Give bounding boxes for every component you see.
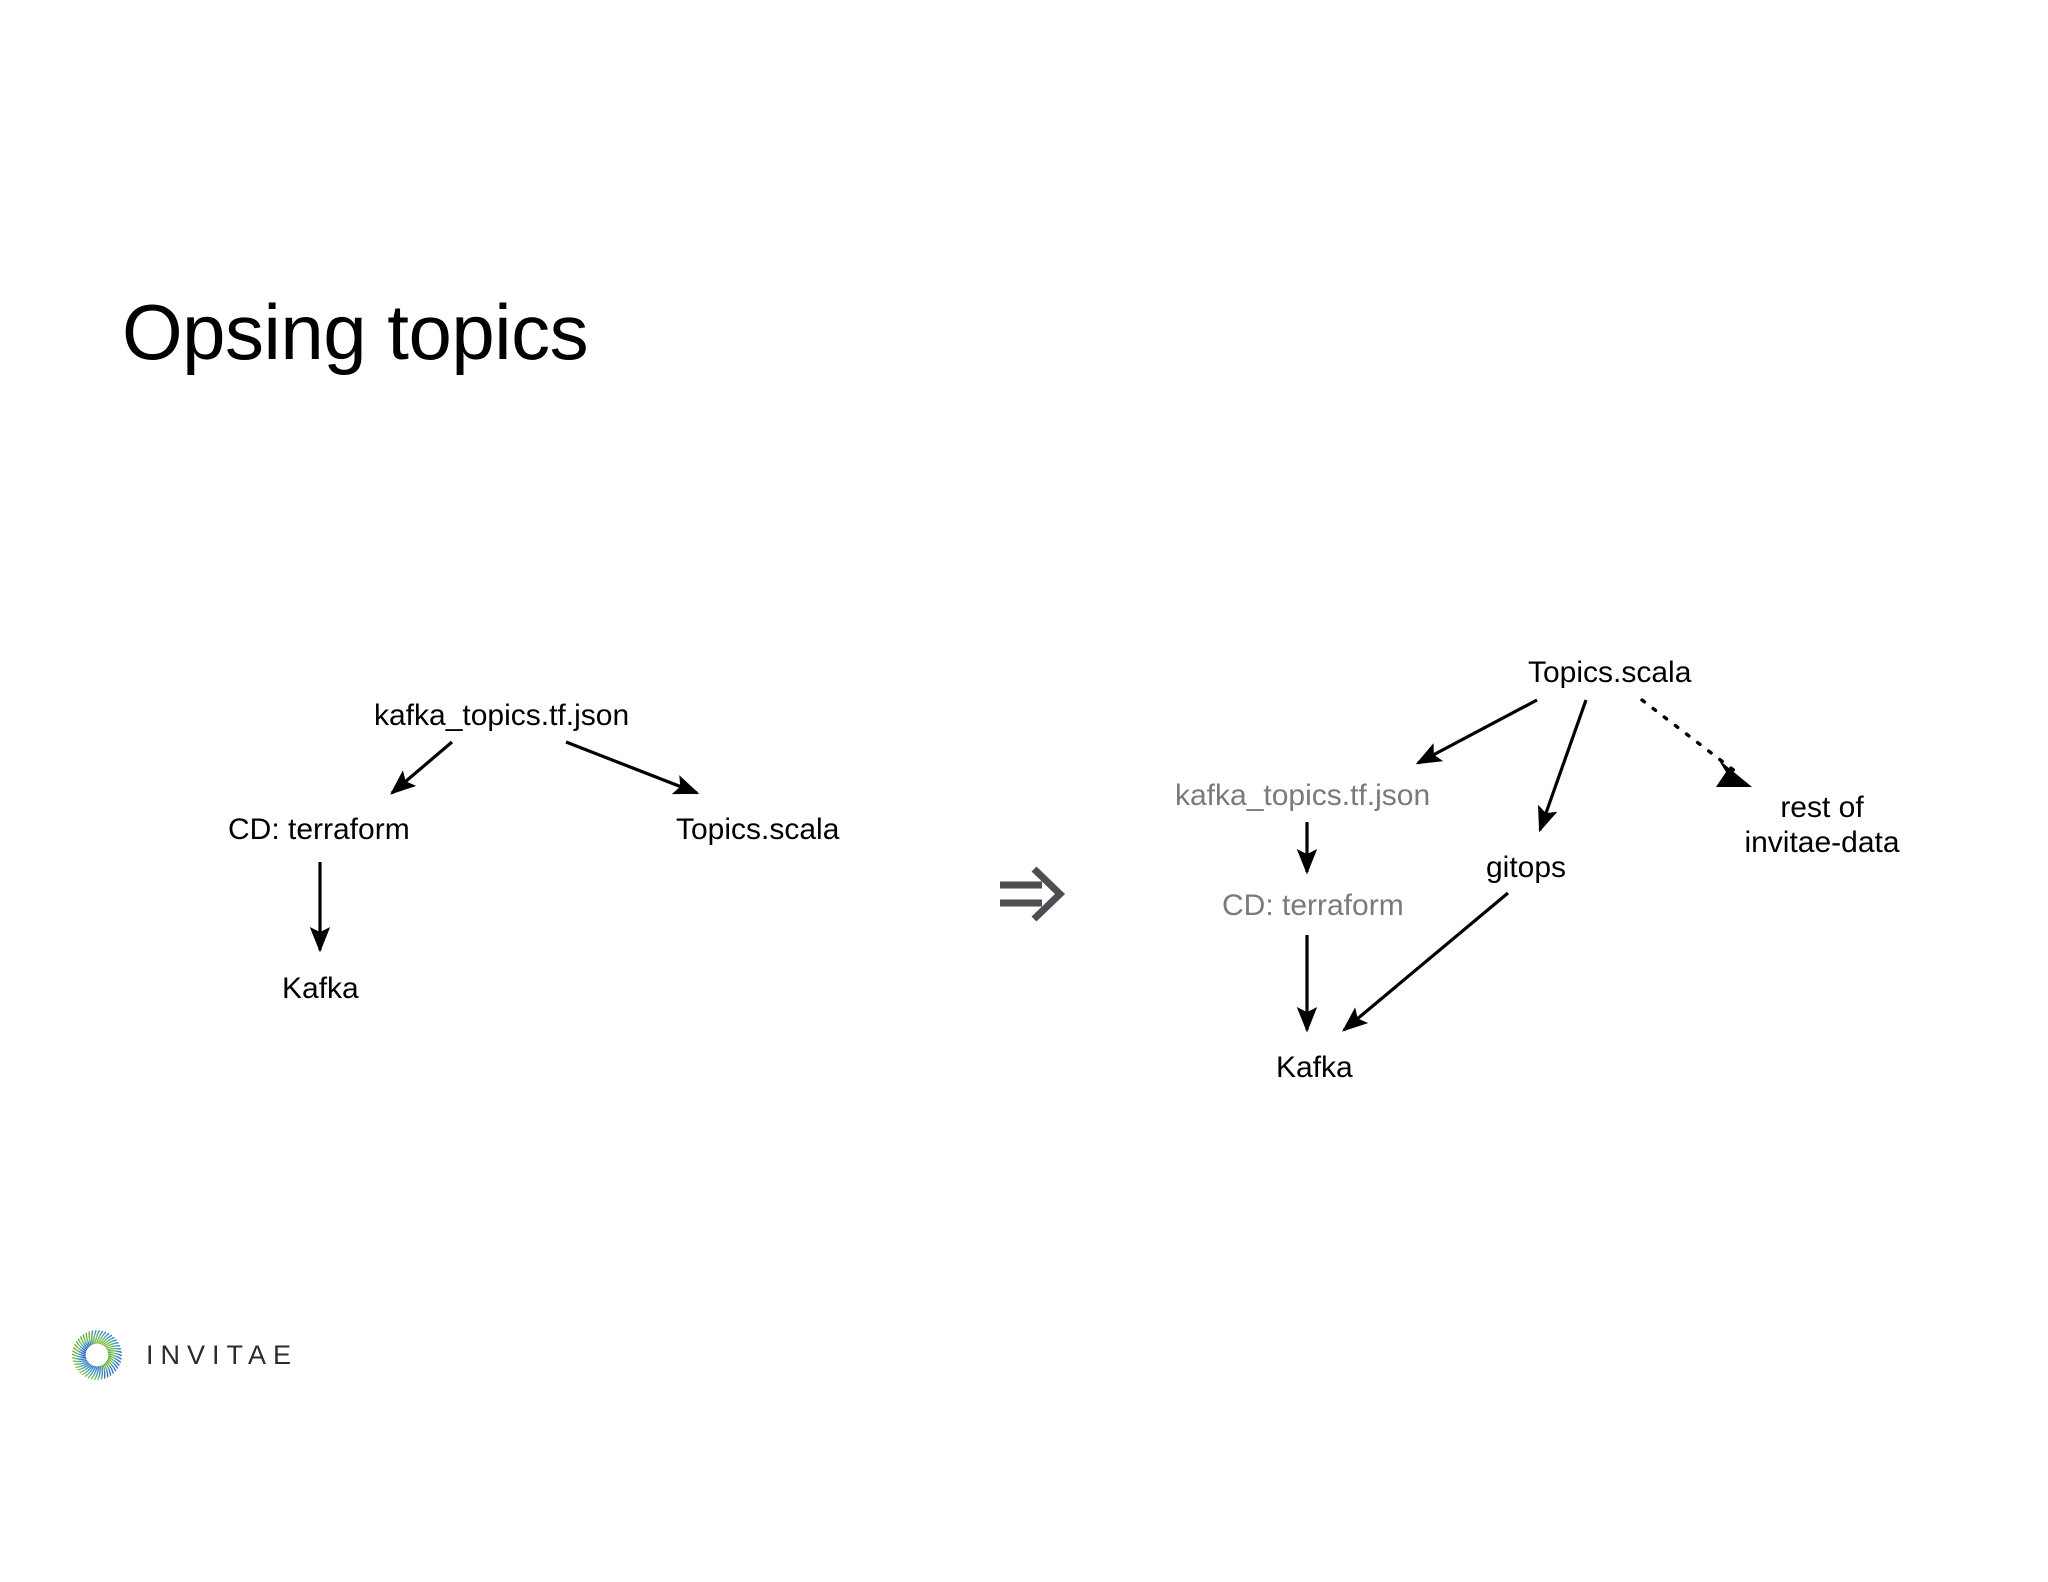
page-title: Opsing topics [122, 288, 589, 376]
node-left-kafka-topics-tf-json: kafka_topics.tf.json [374, 699, 630, 732]
node-right-rest-of-invitae-data: rest of invitae-data [1712, 790, 1932, 861]
invitae-swirl-icon [72, 1330, 122, 1380]
node-left-cd-terraform: CD: terraform [228, 813, 410, 846]
node-right-rest-line1: rest of [1780, 791, 1864, 824]
edge-left-root-to-cd [390, 740, 454, 795]
transform-double-arrow-icon [1000, 866, 1066, 922]
node-right-topics-scala: Topics.scala [1528, 656, 1692, 689]
node-left-kafka: Kafka [282, 972, 359, 1005]
edge-left-root-to-topics [565, 740, 700, 795]
node-right-kafka-topics-tf-json: kafka_topics.tf.json [1175, 779, 1431, 812]
edge-right-root-to-rest [1640, 698, 1752, 787]
node-left-topics-scala: Topics.scala [676, 813, 840, 846]
invitae-wordmark: INVITAE [146, 1339, 299, 1370]
invitae-logo: INVITAE [70, 1328, 298, 1382]
node-right-kafka: Kafka [1276, 1051, 1353, 1084]
edge-right-root-to-json [1415, 698, 1538, 765]
node-right-cd-terraform: CD: terraform [1222, 889, 1404, 922]
node-right-gitops: gitops [1486, 851, 1567, 884]
node-right-rest-line2: invitae-data [1744, 826, 1900, 860]
edge-right-root-to-gitops [1538, 699, 1588, 833]
